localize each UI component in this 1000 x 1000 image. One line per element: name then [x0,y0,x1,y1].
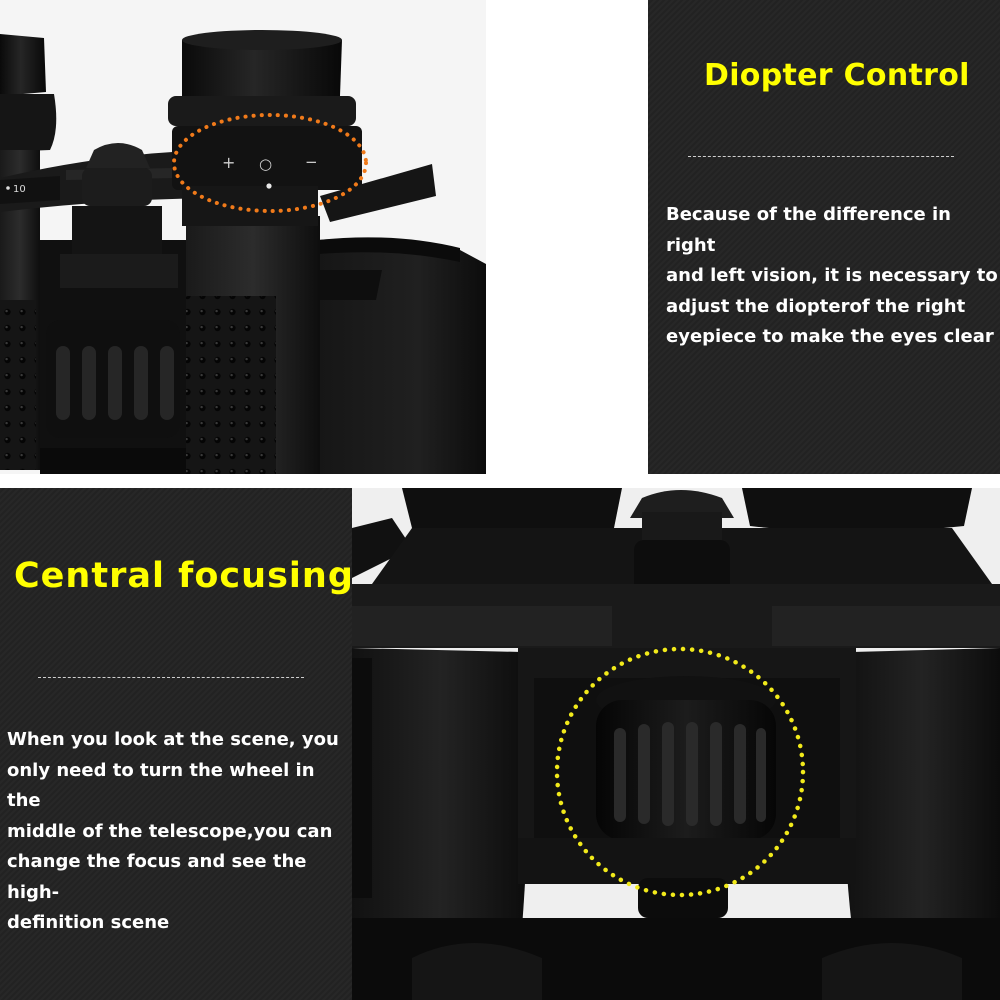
diopter-index-dot [266,183,272,189]
focusing-divider [38,677,304,678]
diopter-minus-mark: − [305,153,318,171]
diopter-description-line: Because of the difference in right [666,204,951,256]
diopter-description-line: and left vision, it is necessary to [666,265,998,286]
diopter-info-panel: Diopter Control Because of the differenc… [648,0,1000,474]
focusing-description-line: definition scene [7,912,170,933]
focusing-description-line: middle of the telescope,you can [7,820,333,842]
focusing-heading: Central focusing [14,556,352,596]
focusing-photo [352,488,1000,1000]
focusing-photo-illustration [352,488,1000,1000]
diopter-description-line: eyepiece to make the eyes clear [666,326,994,347]
focus-wheel-highlight-circle [554,646,806,898]
diopter-photo: + ○ − 10 [0,0,486,474]
diopter-zero-mark: ○ [259,155,272,173]
focusing-info-panel: Central focusing When you look at the sc… [0,488,352,1000]
focusing-description: When you look at the scene, you only nee… [7,725,352,939]
diopter-photo-illustration: + ○ − 10 [0,0,486,474]
diopter-description: Because of the difference in right and l… [666,200,1000,353]
focusing-description-line: only need to turn the wheel in the [7,759,315,812]
diopter-heading: Diopter Control [704,58,970,93]
diopter-highlight-circle [172,113,368,213]
focusing-description-line: When you look at the scene, you [7,729,339,750]
diopter-divider [688,156,954,157]
zoom-scale-label: 10 [13,184,26,195]
diopter-plus-mark: + [222,153,235,172]
focusing-description-line: change the focus and see the high- [7,851,307,903]
diopter-description-line: adjust the diopterof the right [666,295,966,317]
